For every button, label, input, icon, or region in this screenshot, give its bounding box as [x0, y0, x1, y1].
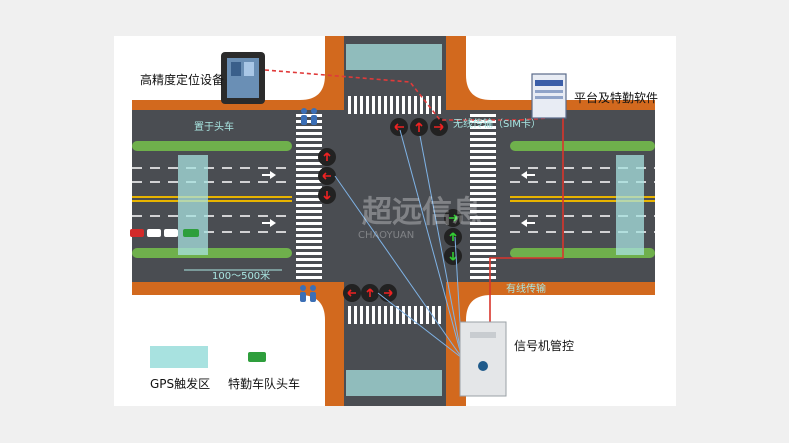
gps-zone-north: [346, 44, 442, 70]
traffic-lights-west: [318, 148, 336, 204]
crosswalk-east: [470, 112, 496, 280]
wired-label: 有线传输: [506, 282, 546, 295]
crosswalk-north: [346, 96, 442, 114]
lane-arrows: [262, 171, 535, 227]
legend-car-label: 特勤车队头车: [228, 376, 300, 391]
server-icon: [531, 73, 567, 119]
gps-zone-west: [178, 155, 208, 255]
gps-zone-east: [616, 155, 644, 255]
mount-label: 置于头车: [194, 120, 234, 133]
legend-gps-label: GPS触发区: [150, 376, 210, 391]
watermark-en: CHAOYUAN: [358, 230, 414, 241]
signal-lines: [334, 129, 463, 359]
tablet-icon: [221, 52, 265, 104]
car-icon: [130, 229, 199, 237]
traffic-lights-south: [343, 284, 397, 302]
legend-gps-swatch: [150, 346, 208, 368]
crosswalk-south: [346, 306, 442, 324]
sidewalks: [132, 36, 655, 406]
crosswalk-west: [296, 112, 322, 280]
traffic-lights-north: [390, 118, 448, 136]
signal-controller-label: 信号机管控: [514, 338, 574, 353]
traffic-lights-east: [444, 209, 462, 265]
watermark-cn: 超远信息: [362, 195, 482, 230]
wireless-label: 无线传输（SIM卡）: [453, 117, 541, 130]
traffic-light-icon: [390, 118, 448, 136]
distance-label: 100～500米: [212, 269, 270, 282]
device-label: 高精度定位设备: [140, 72, 224, 87]
platform-label: 平台及特勤软件: [574, 90, 658, 105]
legend-car-swatch: [248, 352, 266, 362]
lane-dashes: [132, 167, 655, 233]
signal-cabinet-icon: [459, 321, 507, 397]
wired-link: [489, 110, 564, 325]
gps-zones: [178, 44, 644, 396]
gps-zone-south: [346, 370, 442, 396]
pedestrian-icon: [300, 108, 317, 302]
